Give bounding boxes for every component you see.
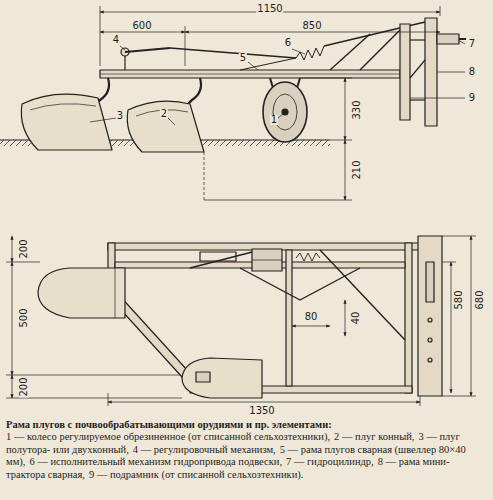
key-entry: 1 — колесо регулируемое обрезиненное (от… bbox=[6, 431, 330, 442]
dimension: 680 bbox=[475, 289, 485, 310]
callout-number: 5 bbox=[239, 53, 247, 63]
dimension: 1150 bbox=[256, 4, 283, 14]
caption-block: Рама плугов с почвообрабатывающими оруди… bbox=[6, 419, 487, 481]
dimension: 850 bbox=[301, 21, 322, 31]
dimension: 600 bbox=[131, 21, 152, 31]
key-entry: 6 — исполнительный механизм гидропривода… bbox=[29, 456, 282, 467]
callout-number: 4 bbox=[112, 35, 120, 45]
dimension: 500 bbox=[19, 307, 29, 328]
dimension: 40 bbox=[351, 311, 361, 326]
dimension: 200 bbox=[19, 376, 29, 397]
callout-number: 8 bbox=[468, 67, 476, 77]
callout-number: 2 bbox=[160, 109, 168, 119]
dimension: 580 bbox=[454, 289, 464, 310]
plow-frame-drawing bbox=[0, 0, 493, 420]
callout-number: 3 bbox=[116, 111, 124, 121]
key-entry: 7 — гидроцилиндр, bbox=[286, 456, 374, 467]
dimension: 330 bbox=[352, 99, 362, 120]
key-entry: 2 — плуг конный, bbox=[334, 431, 414, 442]
dimension: 210 bbox=[352, 159, 362, 180]
key-entry: 9 — подрамник (от списанной сельхозтехни… bbox=[89, 469, 304, 480]
caption-heading: Рама плугов с почвообрабатывающими оруди… bbox=[6, 419, 487, 431]
key-entry: 4 — регулировочный механизм, bbox=[133, 444, 276, 455]
callout-number: 9 bbox=[468, 93, 476, 103]
dimension: 80 bbox=[304, 312, 319, 322]
callout-number: 7 bbox=[468, 39, 476, 49]
callout-number: 1 bbox=[270, 115, 278, 125]
callout-number: 6 bbox=[284, 38, 292, 48]
dimension: 200 bbox=[19, 238, 29, 259]
dimension: 1350 bbox=[248, 406, 275, 416]
